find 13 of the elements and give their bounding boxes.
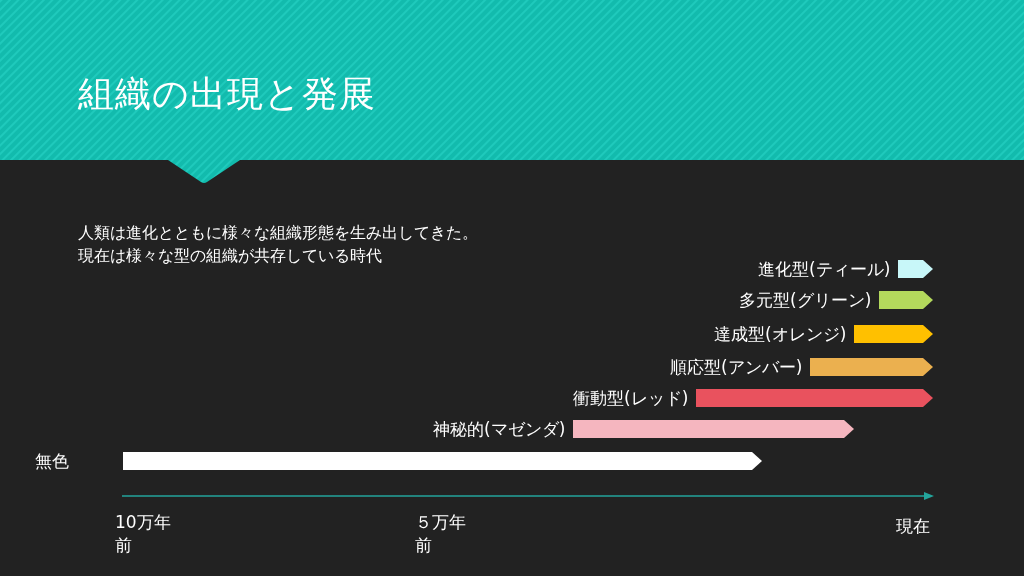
axis-tick-label: ５万年前 bbox=[415, 511, 467, 557]
intro-text: 人類は進化とともに様々な組織形態を生み出してきた。 bbox=[78, 222, 478, 244]
bar-label: 衝動型(レッド) bbox=[573, 387, 689, 409]
intro-text: 現在は様々な型の組織が共存している時代 bbox=[78, 245, 382, 267]
bar-label: 進化型(ティール) bbox=[758, 258, 891, 280]
axis-tick-label: 現在 bbox=[896, 515, 930, 538]
axis-tick-label: 10万年前 bbox=[115, 511, 172, 557]
bar-label: 多元型(グリーン) bbox=[739, 289, 872, 311]
bar-label: 順応型(アンバー) bbox=[670, 356, 803, 378]
slide-title: 組織の出現と発展 bbox=[78, 72, 376, 116]
bar-label: 無色 bbox=[35, 450, 69, 472]
bar-label: 神秘的(マゼンダ) bbox=[433, 418, 566, 440]
bar-label: 達成型(オレンジ) bbox=[714, 323, 847, 345]
